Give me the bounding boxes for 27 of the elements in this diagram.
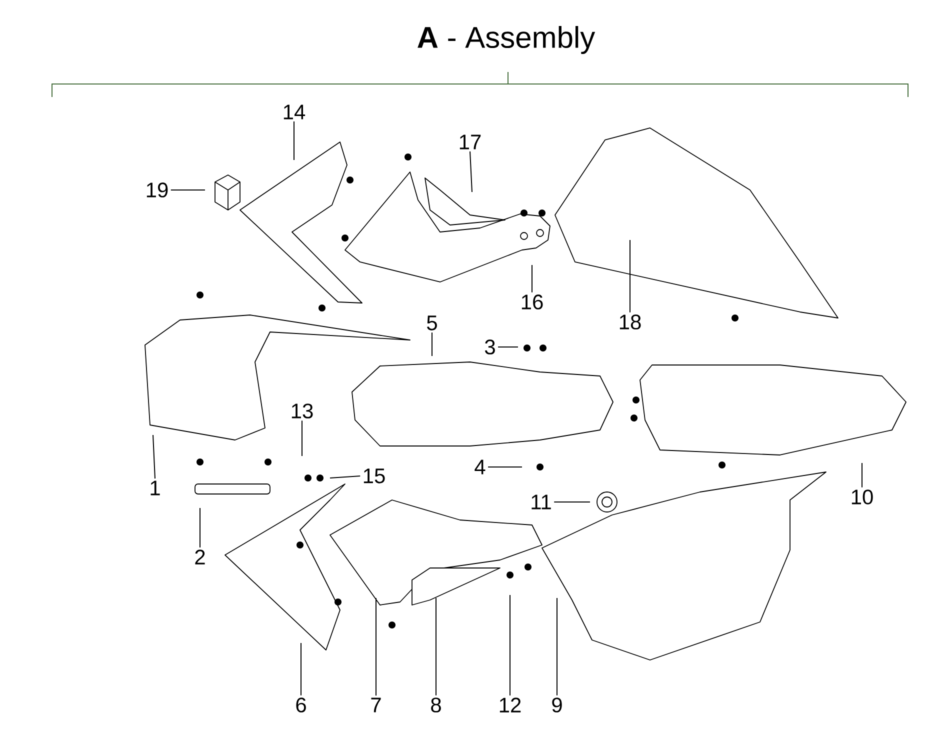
callout-number: 18 [620,314,641,330]
leader-line [470,150,472,192]
callout-number: 1 [150,480,160,496]
callout-number: 13 [292,404,313,418]
callout-number: 14 [284,104,306,120]
callout-number: 7 [371,698,381,712]
callout-number: 5 [427,316,437,330]
leader-line [488,466,522,468]
callout-number: 4 [474,460,486,474]
callout-number: 12 [500,698,521,712]
leader-line [330,476,361,478]
leader-line [152,434,156,480]
leader-line [556,598,558,696]
leader-line [300,642,302,696]
callout-number: 8 [431,698,441,712]
callout-number: 10 [852,490,873,504]
title: A - Assembly [418,26,596,54]
leader-line [498,346,518,348]
callout-number: 15 [364,468,385,484]
callout-number: 3 [484,340,495,354]
callout-number: 2 [195,550,205,564]
callout-number: 16 [522,294,543,310]
callout-number: 11 [532,494,551,510]
callout-number: 19 [146,182,168,198]
callout-number: 9 [552,698,562,712]
callout-number: 17 [460,134,481,150]
callout-number: 6 [296,698,306,712]
